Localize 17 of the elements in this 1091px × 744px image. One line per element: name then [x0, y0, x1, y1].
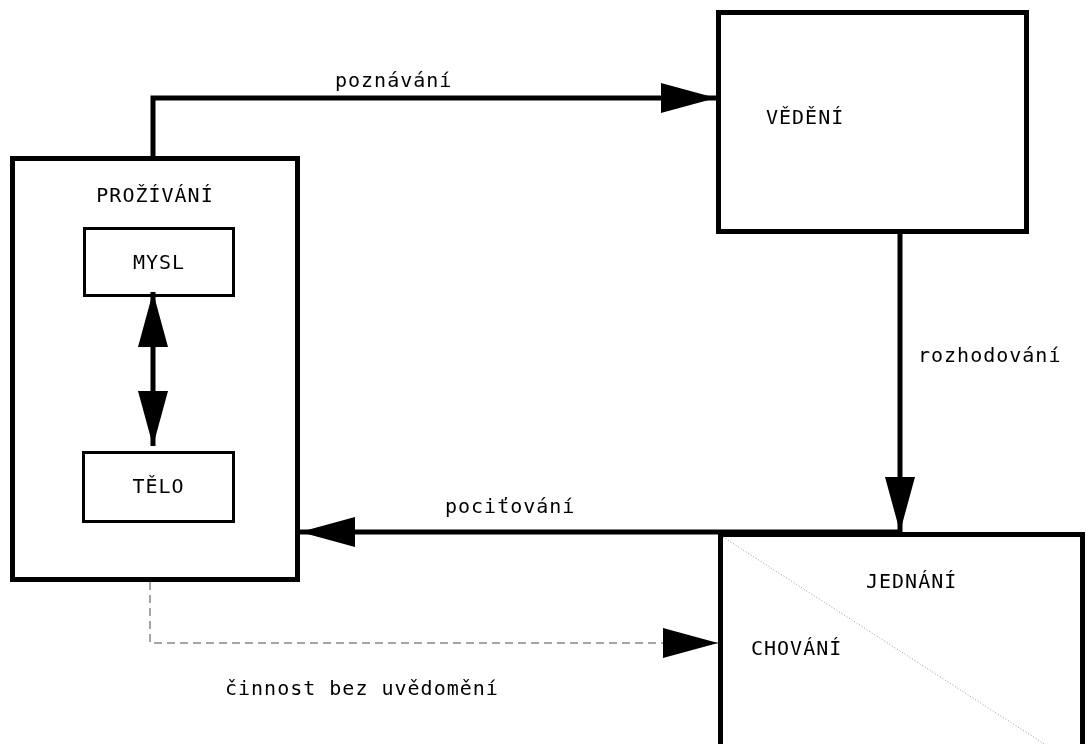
node-label: JEDNÁNÍ — [866, 569, 958, 593]
node-label: CHOVÁNÍ — [751, 636, 843, 660]
node-label: MYSL — [131, 250, 187, 274]
node-label: PROŽÍVÁNÍ — [95, 183, 215, 207]
edge-label: poznávání — [335, 68, 453, 92]
arrow — [138, 292, 168, 446]
inner-box — [82, 451, 235, 523]
arrow — [150, 83, 716, 156]
node-label: TĚLO — [131, 474, 186, 498]
arrow — [885, 234, 915, 532]
arrow — [300, 517, 900, 547]
dashed-arrow — [149, 581, 719, 658]
node-label: VĚDĚNÍ — [766, 105, 845, 129]
process-box — [716, 10, 1029, 234]
process-box — [10, 156, 300, 582]
edge-label: pociťování — [445, 494, 576, 518]
inner-box — [83, 227, 235, 297]
